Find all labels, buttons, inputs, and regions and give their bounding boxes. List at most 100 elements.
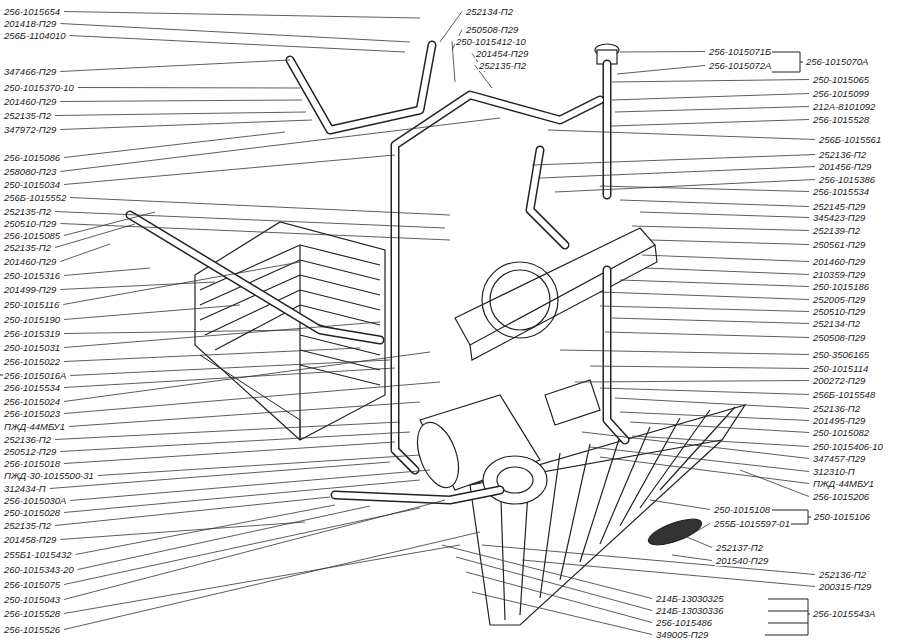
part-number: 201460-П29 [3,96,57,107]
part-number: 252145-П29 [812,201,866,212]
leader-line [615,107,809,113]
part-number: 256-1015023 [3,408,61,419]
part-number: 252135-П2 [3,520,52,531]
leader-line [55,422,400,440]
leader-line [60,100,302,102]
part-number: 201540-П29 [715,555,769,566]
part-number: 256-1015075 [3,579,61,590]
leader-line [600,388,809,395]
part-number: 214Б-13030336 [655,605,724,616]
leader-line [590,447,809,472]
leader-line [560,350,809,355]
leader-line [64,368,395,388]
leader-line [650,500,710,510]
leader-line [55,112,306,116]
part-number: 250-1015186 [812,281,870,292]
leader-line [632,226,809,231]
leader-line [64,442,395,464]
part-number: 252137-П2 [715,542,764,553]
part-number: 252135-П2 [3,110,52,121]
leader-line [605,332,809,338]
part-number: 256-1015386 [818,174,876,185]
leader-line [64,545,460,614]
leader-line [620,200,809,207]
leader-line [452,42,455,83]
part-number: ПЖД-44МБУ1 [812,478,875,489]
part-number: ПЖД-44МБУ1 [3,421,66,432]
leader-line [615,398,809,409]
leader-line [60,224,450,241]
part-number: 252139-П2 [812,225,861,236]
part-number: 252136-П2 [818,569,867,580]
part-number: 250508-П29 [812,332,866,343]
part-number: 250-1015106 [813,511,871,522]
brackets [0,52,811,635]
leader-line [60,432,410,452]
leader-line [64,330,300,334]
part-number: 256-1015534 [3,382,61,393]
part-number: 201458-П29 [3,534,57,545]
part-number: 252134-П2 [812,318,861,329]
part-number: 256-1015486 [655,617,713,628]
part-number: 252005-П29 [812,294,866,305]
leader-line [60,24,410,43]
part-number: 250-1015116 [3,299,60,310]
part-number: 250512-П29 [3,446,57,457]
leader-line [63,262,300,305]
leader-line [582,432,809,459]
leader-line [64,155,395,185]
part-number: 256Б-1104010 [3,30,66,41]
leader-line [64,532,480,630]
leader-line [442,545,652,599]
leader-line [612,80,809,83]
leader-line [522,560,815,587]
leader-line [540,167,815,179]
part-number: 201495-П29 [812,415,866,426]
leader-line [682,535,712,548]
part-number: 256-1015528 [812,114,870,125]
leader-line [532,155,815,166]
part-number: 250-1015082 [812,427,870,438]
part-number: 201460-П29 [812,256,866,267]
leader-line [612,94,809,101]
leader-line [650,240,809,245]
leader-line [75,505,335,555]
leader-line [548,130,815,140]
part-number: 201454-П29 [475,48,529,59]
leader-line [55,497,330,526]
leader-line [50,462,390,489]
part-number: 250510-П29 [3,218,57,229]
part-number: 250-1015406-10 [812,441,884,452]
part-number: 201418-П29 [3,18,57,29]
part-number: 256-1015528 [3,608,61,619]
leader-line [60,120,312,130]
leader-line [60,244,110,262]
part-number: 250510-П29 [812,306,866,317]
leader-line [60,118,500,172]
leader-line [555,180,815,193]
part-number: 255Б-1015597-01 [713,518,791,529]
leader-line [672,555,712,561]
leader-line [70,360,390,376]
part-number: 250-1015031 [3,342,61,353]
part-number: 256-1015086 [3,152,61,163]
leader-line [482,545,815,575]
part-number: 252135-П2 [478,60,527,71]
part-number: 256-1015022 [3,356,61,367]
leader-line [600,186,809,192]
leader-line [78,506,370,570]
leader-line [78,87,300,89]
part-number: 250-1015034 [3,179,61,190]
leader-line [60,522,305,540]
part-number: 256Б-1015561 [818,134,882,145]
part-number: 256-1015534 [812,186,870,197]
part-number: 250-1015370-10 [3,82,75,93]
leader-line [70,470,430,501]
leader-line [645,268,809,275]
part-number: 347972-П29 [3,124,57,135]
leader-line [60,282,215,290]
part-number: 252136-П2 [818,149,867,160]
leader-line [64,480,420,513]
leader-line [600,457,809,484]
